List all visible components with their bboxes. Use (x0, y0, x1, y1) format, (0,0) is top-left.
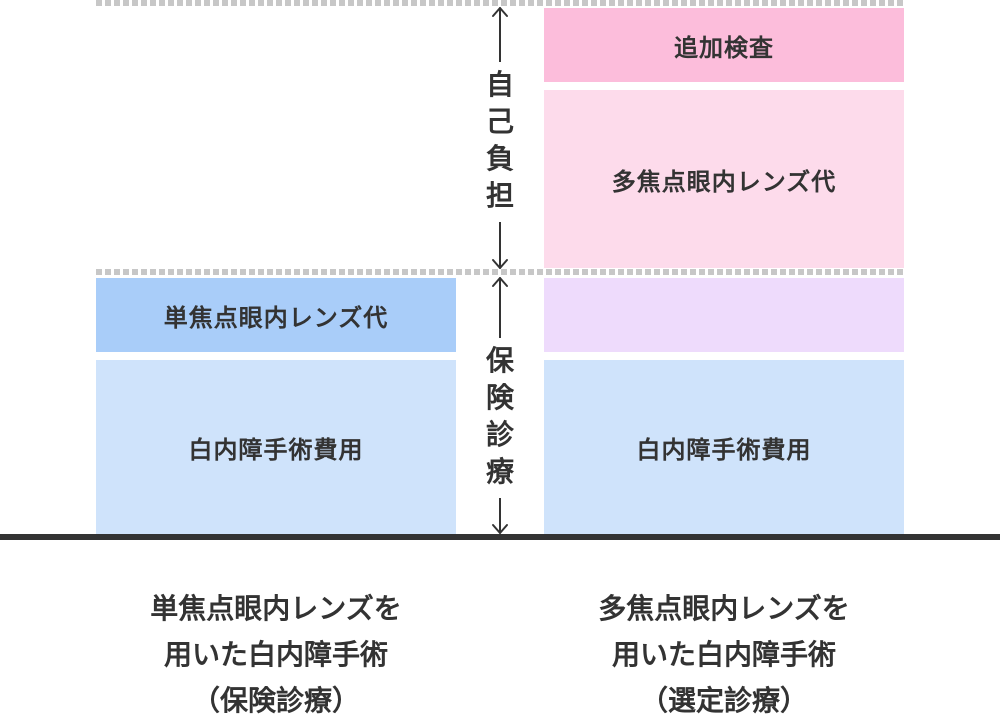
left-cataract-surgery-cost-block: 白内障手術費用 (96, 360, 456, 534)
left-caption-line-2: 用いた白内障手術 (163, 638, 388, 671)
right-multifocal-lens-cost-block: 多焦点眼内レンズ代 (544, 90, 904, 268)
left-caption-line-3: （保険診療） (191, 684, 360, 717)
right-caption-line-3: （選定診療） (639, 684, 808, 717)
right-caption-line-1: 多焦点眼内レンズを (598, 592, 850, 625)
insurance-down-arrowhead (492, 524, 508, 534)
right-caption-line-2: 用いた白内障手術 (611, 638, 836, 671)
self-pay-down-arrowhead (492, 259, 508, 269)
right-cataract-surgery-cost-label: 白内障手術費用 (636, 435, 812, 464)
self-pay-top-boundary-line (96, 0, 904, 6)
right-additional-exam-label: 追加検査 (674, 33, 774, 62)
left-monofocal-lens-cost-label: 単焦点眼内レンズ代 (163, 303, 389, 332)
baseline (0, 534, 1000, 540)
self-pay-up-arrowhead (492, 7, 508, 17)
right-covered-portion-block (544, 278, 904, 352)
insurance-top-boundary-line (96, 269, 904, 275)
right-multifocal-lens-cost-label: 多焦点眼内レンズ代 (611, 167, 837, 196)
left-monofocal-lens-cost-block: 単焦点眼内レンズ代 (96, 278, 456, 352)
self-pay-vertical-label: 自己負担 (480, 62, 520, 222)
insurance-up-arrowhead (492, 277, 508, 287)
insurance-vertical-label: 保険診療 (480, 338, 520, 498)
left-caption-line-1: 単焦点眼内レンズを (150, 592, 402, 625)
right-cataract-surgery-cost-block: 白内障手術費用 (544, 360, 904, 534)
left-cataract-surgery-cost-label: 白内障手術費用 (188, 435, 364, 464)
right-column-caption: 多焦点眼内レンズを 用いた白内障手術 （選定診療） (514, 586, 934, 724)
left-column-caption: 単焦点眼内レンズを 用いた白内障手術 （保険診療） (66, 586, 486, 724)
right-additional-exam-block: 追加検査 (544, 8, 904, 82)
